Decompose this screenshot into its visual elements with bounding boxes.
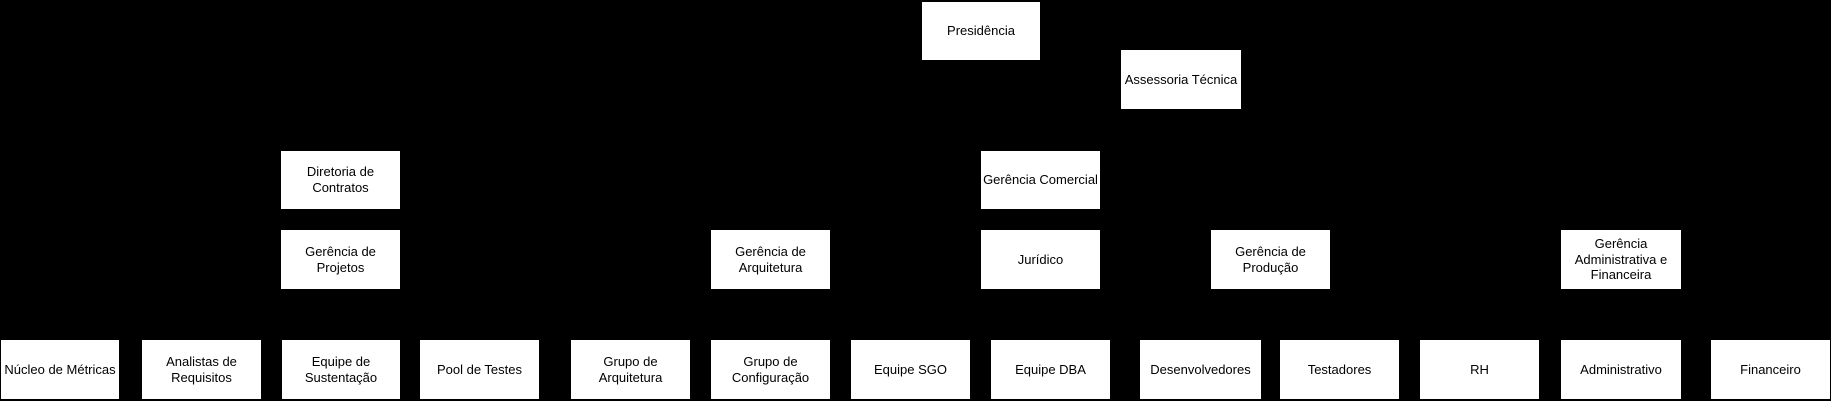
org-node-gerencia-administrativa-e-financeira: Gerência Administrativa e Financeira — [1561, 230, 1681, 289]
org-node-equipe-sgo: Equipe SGO — [851, 340, 970, 399]
org-node-administrativo: Administrativo — [1561, 340, 1681, 399]
org-node-label: Pool de Testes — [436, 361, 523, 377]
org-node-desenvolvedores: Desenvolvedores — [1140, 340, 1261, 399]
org-node-testadores: Testadores — [1280, 340, 1399, 399]
org-node-rh: RH — [1420, 340, 1539, 399]
org-node-label: Analistas de Requisitos — [166, 353, 237, 385]
org-node-label: Assessoria Técnica — [1124, 71, 1238, 87]
org-node-gerencia-de-projetos: Gerência de Projetos — [281, 230, 400, 289]
org-node-gerencia-de-producao: Gerência de Produção — [1211, 230, 1330, 289]
org-node-label: Gerência de Produção — [1235, 243, 1306, 275]
org-node-label: Diretoria de Contratos — [306, 164, 375, 195]
org-node-gerencia-comercial: Gerência Comercial — [981, 151, 1100, 209]
org-node-juridico: Jurídico — [981, 230, 1100, 289]
org-node-gerencia-de-arquitetura: Gerência de Arquitetura — [711, 230, 830, 289]
org-node-label: Administrativo — [1580, 361, 1662, 377]
org-node-pool-de-testes: Pool de Testes — [420, 340, 539, 399]
org-node-analistas-de-requisitos: Analistas de Requisitos — [142, 340, 261, 399]
org-node-equipe-de-sustentacao: Equipe de Sustentação — [282, 340, 400, 399]
org-node-label: Gerência de Projetos — [305, 243, 376, 275]
org-node-grupo-de-arquitetura: Grupo de Arquitetura — [571, 340, 690, 399]
org-node-label: Jurídico — [1017, 251, 1064, 267]
org-node-label: Gerência Comercial — [983, 172, 1098, 188]
org-node-label: Grupo de Configuração — [731, 353, 810, 385]
org-node-label: Presidência — [947, 23, 1015, 39]
org-node-label: Testadores — [1307, 361, 1372, 377]
org-node-label: Núcleo de Métricas — [4, 361, 116, 377]
org-node-label: Grupo de Arquitetura — [598, 353, 663, 385]
org-node-nucleo-de-metricas: Núcleo de Métricas — [1, 340, 119, 399]
org-node-label: Equipe DBA — [1015, 361, 1086, 377]
org-node-presidencia: Presidência — [922, 2, 1040, 60]
org-node-label: RH — [1470, 361, 1489, 377]
org-node-label: Desenvolvedores — [1150, 361, 1251, 377]
org-node-label: Financeiro — [1740, 361, 1801, 377]
org-node-label: Equipe SGO — [874, 361, 947, 377]
org-node-label: Equipe de Sustentação — [304, 353, 378, 385]
org-node-diretoria-de-contratos: Diretoria de Contratos — [281, 151, 400, 209]
org-node-equipe-dba: Equipe DBA — [991, 340, 1110, 399]
org-node-grupo-de-configuracao: Grupo de Configuração — [711, 340, 830, 399]
org-node-assessoria-tecnica: Assessoria Técnica — [1121, 50, 1241, 109]
org-node-label: Gerência Administrativa e Financeira — [1574, 235, 1668, 283]
org-node-financeiro: Financeiro — [1711, 340, 1830, 399]
org-node-label: Gerência de Arquitetura — [735, 243, 806, 275]
